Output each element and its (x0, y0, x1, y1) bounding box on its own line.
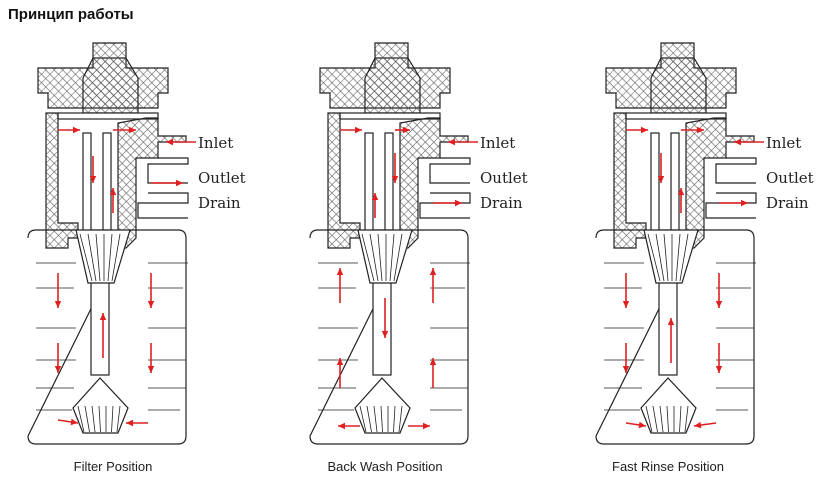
filter-position-caption: Filter Position (73, 459, 153, 474)
flow-arrow (166, 138, 196, 146)
fast-rinse-position-caption: Fast Rinse Position (612, 459, 724, 474)
flow-arrow (54, 273, 62, 308)
flow-arrow (336, 268, 344, 303)
outlet-port (429, 157, 471, 184)
flow-arrow (657, 153, 665, 183)
outlet-port (147, 157, 189, 184)
valve-body (309, 42, 478, 445)
valve-stem-head (364, 42, 421, 114)
inlet-label: Inlet (480, 134, 515, 152)
flow-arrow (336, 358, 344, 388)
flow-arrow (340, 126, 362, 134)
flow-arrow (371, 193, 379, 218)
upper-distributor (357, 229, 413, 284)
valve-wall-left (45, 112, 79, 249)
flow-arrow (381, 298, 389, 338)
flow-arrow (57, 418, 79, 426)
flow-arrow (681, 126, 704, 134)
flow-arrow (151, 179, 183, 187)
flow-arrow (395, 126, 410, 134)
inlet-label: Inlet (198, 134, 233, 152)
flow-arrow (408, 422, 430, 430)
flow-arrow (667, 318, 675, 363)
flow-arrow (715, 273, 723, 308)
valve-body (595, 42, 764, 445)
backwash-position-diagram: Inlet Outlet Drain (300, 38, 550, 448)
outlet-label: Outlet (480, 169, 528, 187)
flow-arrow (89, 156, 97, 183)
outlet-label: Outlet (198, 169, 246, 187)
flow-arrow (433, 199, 462, 207)
valve-body (27, 42, 196, 445)
valve-wall-left (327, 112, 361, 249)
flow-arrow (113, 126, 136, 134)
lower-distributor (640, 377, 697, 434)
drain-port (137, 192, 189, 219)
flow-arrow (622, 273, 630, 308)
tank (309, 229, 469, 445)
tank (27, 229, 187, 445)
valve-stem-head (650, 42, 707, 114)
outlet-label: Outlet (766, 169, 814, 187)
flow-arrow (677, 188, 685, 213)
drain-label: Drain (198, 194, 241, 212)
flow-arrow (126, 419, 148, 427)
inlet-label: Inlet (766, 134, 801, 152)
flow-arrow (715, 343, 723, 373)
flow-arrow (391, 153, 399, 183)
flow-arrow (54, 343, 62, 373)
flow-arrow (147, 273, 155, 308)
upper-distributor (643, 229, 699, 284)
drain-label: Drain (766, 194, 809, 212)
flow-arrow (429, 268, 437, 303)
flow-arrow (734, 138, 764, 146)
flow-arrow (429, 358, 437, 388)
page-title: Принцип работы (8, 6, 134, 23)
flow-arrow (338, 422, 360, 430)
flow-arrow (147, 343, 155, 373)
flow-arrow (448, 138, 478, 146)
drain-port (705, 192, 757, 219)
flow-arrow (626, 126, 648, 134)
drain-port (419, 192, 471, 219)
flow-arrow (622, 343, 630, 373)
flow-arrow (719, 199, 748, 207)
drain-label: Drain (480, 194, 523, 212)
outlet-port (715, 157, 757, 184)
valve-wall-left (613, 112, 647, 249)
tank (595, 229, 755, 445)
upper-distributor (75, 229, 131, 284)
flow-arrow (58, 126, 80, 134)
valve-stem-head (82, 42, 139, 114)
filter-position-diagram: Inlet Outlet Drain (18, 38, 268, 448)
flow-arrow (109, 188, 117, 213)
flow-arrow (625, 421, 647, 429)
lower-distributor (354, 377, 411, 434)
backwash-position-caption: Back Wash Position (327, 459, 443, 474)
lower-distributor (72, 377, 129, 434)
flow-arrow (99, 313, 107, 358)
flow-arrow (693, 421, 717, 429)
fast-rinse-position-diagram: Inlet Outlet Drain (586, 38, 832, 448)
